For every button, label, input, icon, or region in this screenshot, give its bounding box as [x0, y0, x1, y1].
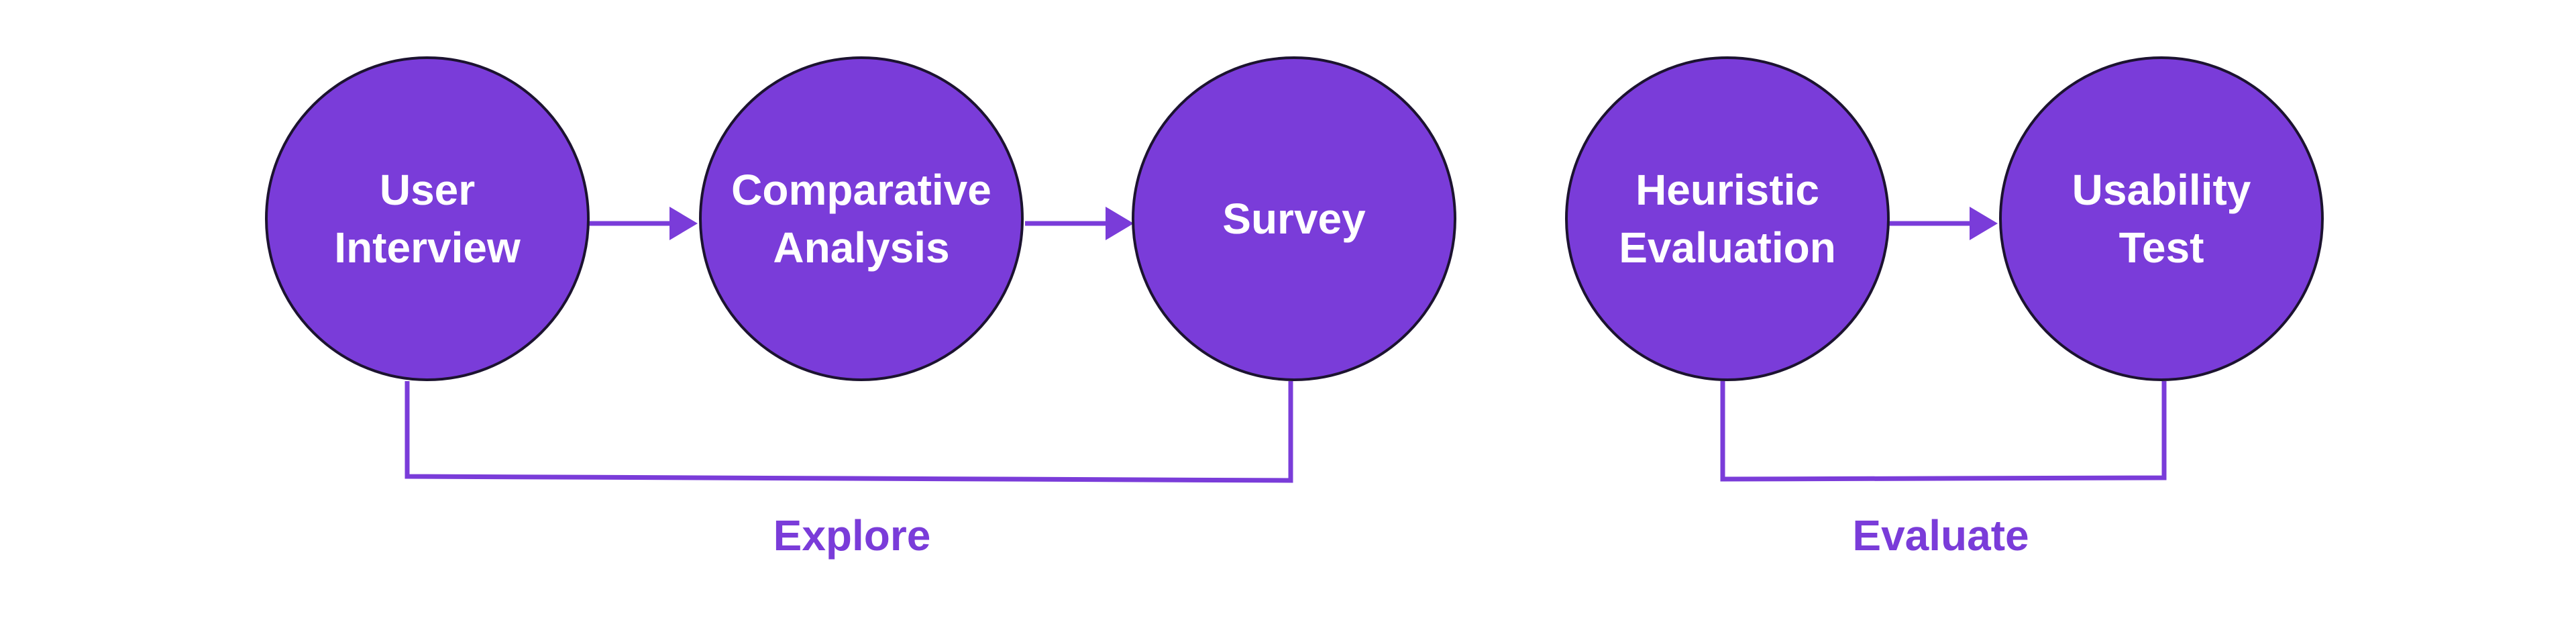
explore-bracket	[405, 381, 1293, 483]
node-label-line: User	[379, 166, 476, 214]
node-survey: Survey	[1132, 56, 1456, 381]
node-label-line: Evaluation	[1619, 223, 1836, 272]
node-heuristic-evaluation: Heuristic Evaluation	[1565, 56, 1890, 381]
arrow-user-interview-to-comparative-analysis	[587, 207, 698, 240]
node-label-line: Test	[2118, 223, 2204, 272]
node-label-line: Interview	[334, 223, 521, 272]
node-label-line: Usability	[2072, 166, 2251, 214]
node-usability-test: Usability Test	[1999, 56, 2324, 381]
arrow-comparative-analysis-to-survey	[1025, 207, 1134, 240]
node-label-line: Survey	[1222, 195, 1366, 243]
node-label-line: Heuristic	[1635, 166, 1819, 214]
node-user-interview: User Interview	[265, 56, 590, 381]
node-comparative-analysis: Comparative Analysis	[699, 56, 1024, 381]
evaluate-bracket	[1720, 381, 2167, 482]
node-label-line: Comparative	[731, 166, 991, 214]
group-label-evaluate: Evaluate	[1852, 511, 2029, 560]
node-label-line: Analysis	[773, 223, 950, 272]
group-label-explore: Explore	[773, 511, 931, 560]
arrow-heuristic-evaluation-to-usability-test	[1886, 207, 1998, 240]
